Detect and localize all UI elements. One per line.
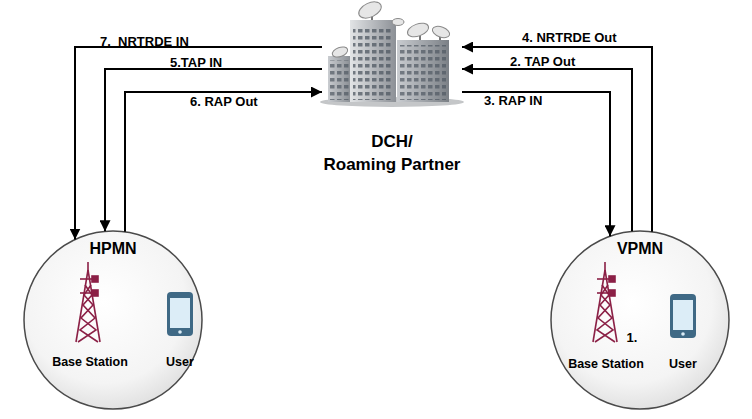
icon-caption: Base Station [568, 357, 644, 371]
network-name: VPMN [550, 240, 730, 258]
callout-number: 1. [627, 330, 638, 345]
network-name: HPMN [23, 240, 203, 258]
flow-arrow [462, 92, 610, 236]
building-icon [320, 0, 464, 107]
flow-label: 5.TAP IN [170, 55, 222, 70]
flow-label: 3. RAP IN [484, 93, 542, 108]
network-circle: VPMN [550, 230, 730, 410]
icon-caption: User [166, 355, 194, 369]
flow-label: 7. NRTRDE IN [100, 34, 189, 49]
flow-arrow [105, 69, 322, 231]
network-circle: HPMN [23, 230, 203, 410]
flow-arrow [75, 47, 322, 240]
flow-arrow [462, 47, 652, 232]
icon-caption: Base Station [52, 355, 128, 369]
node-title: DCH/ Roaming Partner [324, 132, 461, 174]
flow-label: 6. RAP Out [190, 94, 258, 109]
flow-label: 4. NRTRDE Out [522, 30, 617, 45]
icon-caption: User [669, 357, 697, 371]
server-node: DCH/ Roaming Partner [322, 4, 462, 176]
flow-arrow [125, 92, 322, 232]
flow-arrow [462, 69, 632, 231]
flow-label: 2. TAP Out [510, 54, 575, 69]
